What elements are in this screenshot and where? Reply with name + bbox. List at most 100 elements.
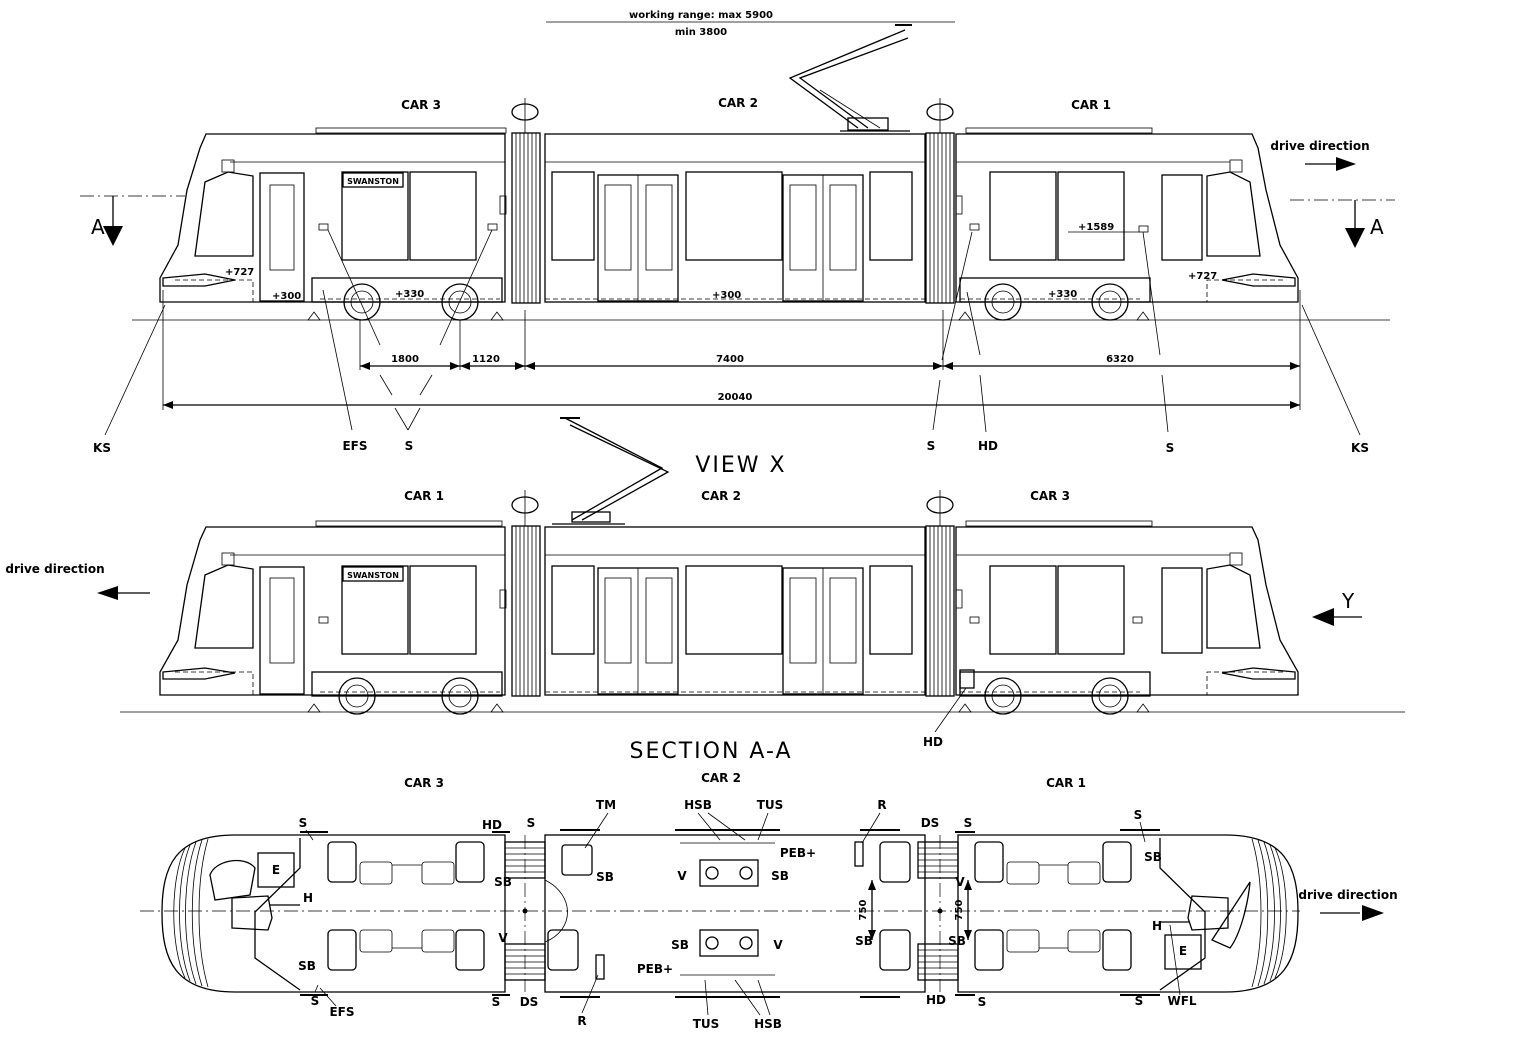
section-letter-right: A — [1370, 215, 1384, 239]
width-750-right: 750 — [954, 900, 965, 921]
callout-s-right: S — [1166, 441, 1175, 455]
lbl-efs: EFS — [329, 1005, 354, 1019]
lbl-peb-2: PEB+ — [637, 962, 673, 976]
lbl-s-3: S — [527, 816, 536, 830]
top-drive-direction-label: drive direction — [1270, 139, 1369, 153]
section-drive-arrow — [1320, 905, 1384, 921]
section-leaders — [305, 812, 1181, 1016]
logo-view-x: SWANSTON — [347, 571, 399, 580]
x-car-right-label: CAR 3 — [1030, 489, 1070, 503]
lbl-v-1: V — [498, 931, 508, 945]
lbl-s-4: S — [492, 995, 501, 1009]
section-drive-direction-label: drive direction — [1298, 888, 1397, 902]
nose-hatch-right — [1251, 838, 1287, 988]
level-front-left: +727 — [225, 267, 254, 278]
lbl-hd-1: HD — [482, 818, 502, 832]
nose-hatch-left — [173, 838, 209, 988]
callout-ks-left: KS — [93, 441, 111, 455]
callout-leaders — [104, 229, 1361, 436]
lbl-hsb-2: HSB — [754, 1017, 782, 1031]
working-range-min: min 3800 — [675, 27, 727, 38]
section-labels: S SB S EFS HD S SB V S DS TM SB R HSB TU… — [298, 798, 1197, 1031]
x-drive-direction-label: drive direction — [5, 562, 104, 576]
top-drive-arrow — [1305, 157, 1356, 171]
bellows-right — [917, 835, 959, 992]
level-floor-right: +330 — [1048, 289, 1077, 300]
lbl-hd-2: HD — [926, 993, 946, 1007]
lbl-s-7: S — [1134, 808, 1143, 822]
lbl-sb-1: SB — [298, 959, 316, 973]
lbl-sb-5: SB — [671, 938, 689, 952]
lbl-s-8: S — [1135, 994, 1144, 1008]
width-750-left: 750 — [858, 900, 869, 921]
support-triangles-x — [307, 703, 1150, 713]
pantograph — [788, 24, 912, 132]
lbl-wfl: WFL — [1167, 994, 1196, 1008]
side-view-x: VIEW X SWANSTON — [5, 417, 1405, 749]
section-h-right: H — [1152, 919, 1162, 933]
callout-ks-right: KS — [1351, 441, 1369, 455]
section-e-left: E — [272, 863, 280, 877]
level-front-right: +727 — [1188, 271, 1217, 282]
seats-car3 — [327, 841, 485, 971]
lbl-s-5: S — [964, 816, 973, 830]
callout-efs: EFS — [342, 439, 367, 453]
x-hd-label: HD — [923, 735, 943, 749]
support-triangles-top — [307, 311, 1150, 321]
callout-s-left: S — [405, 439, 414, 453]
section-aa: SECTION A-A CAR 2 CAR 3 CAR 1 — [140, 739, 1398, 1031]
lbl-s-6: S — [978, 995, 987, 1009]
lbl-v-4: V — [955, 875, 965, 889]
top-car-right-label: CAR 1 — [1071, 98, 1111, 112]
section-title: SECTION A-A — [630, 739, 793, 764]
side-view-top: SWANSTON — [80, 24, 1395, 455]
x-car-mid-label: CAR 2 — [701, 489, 741, 503]
wheelchair-space-upper — [680, 842, 775, 887]
lbl-hsb-1: HSB — [684, 798, 712, 812]
lbl-tus-2: TUS — [693, 1017, 720, 1031]
seats-car1 — [974, 841, 1132, 971]
level-window: +1589 — [1078, 222, 1114, 233]
level-marks: +727 +300 +330 +300 +330 +1589 +727 — [225, 222, 1217, 302]
lbl-v-2: V — [677, 869, 687, 883]
top-car-left-label: CAR 3 — [401, 98, 441, 112]
level-center: +300 — [712, 290, 741, 301]
dim-end: 6320 — [1106, 354, 1134, 365]
section-car-mid-label: CAR 2 — [701, 771, 741, 785]
wheelchair-space-lower — [680, 929, 775, 976]
lbl-v-3: V — [773, 938, 783, 952]
dim-overall: 20040 — [718, 392, 753, 403]
section-letter-left: A — [91, 215, 105, 239]
section-marker-left: A — [80, 195, 185, 246]
x-drive-arrow — [97, 586, 150, 600]
lbl-tus-1: TUS — [757, 798, 784, 812]
view-y-marker: Y — [1312, 589, 1362, 626]
section-h-left: H — [303, 891, 313, 905]
level-floor-left: +330 — [395, 289, 424, 300]
pantograph-x — [552, 417, 670, 525]
lbl-sb-3: SB — [596, 870, 614, 884]
callout-s-mid: S — [927, 439, 936, 453]
dim-gap: 1120 — [472, 354, 500, 365]
dimension-lines: 1800 1120 7400 6320 20040 — [162, 290, 1301, 410]
lbl-ds-2: DS — [921, 816, 940, 830]
dim-bogie: 1800 — [391, 354, 419, 365]
top-car-mid-label: CAR 2 — [718, 96, 758, 110]
lbl-sb-8: SB — [1144, 850, 1162, 864]
lbl-r-2: R — [877, 798, 886, 812]
lbl-s-1: S — [299, 816, 308, 830]
lbl-sb-6: SB — [855, 934, 873, 948]
callout-hd: HD — [978, 439, 998, 453]
door-bars — [300, 829, 1160, 998]
view-y-letter: Y — [1341, 589, 1355, 613]
lbl-tm: TM — [596, 798, 616, 812]
section-marker-right: A — [1290, 199, 1395, 248]
lbl-sb-2: SB — [494, 875, 512, 889]
bellows-left — [504, 835, 568, 992]
section-car-left-label: CAR 3 — [404, 776, 444, 790]
logo-top: SWANSTON — [347, 177, 399, 186]
section-e-right: E — [1179, 944, 1187, 958]
working-range: working range: max 5900 min 3800 — [546, 10, 955, 38]
section-car-right-label: CAR 1 — [1046, 776, 1086, 790]
